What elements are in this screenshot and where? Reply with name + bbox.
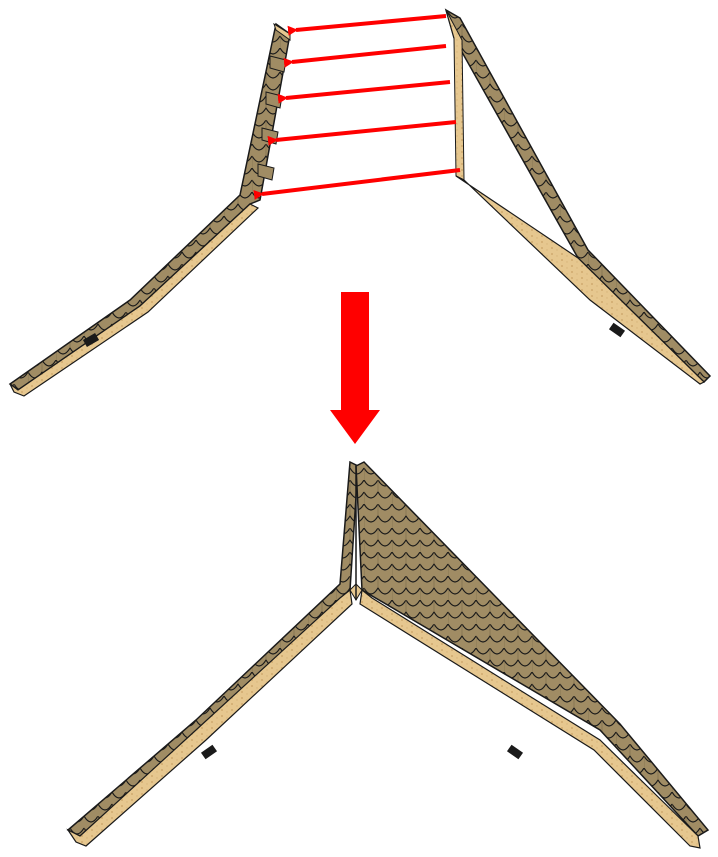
- join-arrows: [262, 16, 460, 194]
- right-roof-panel: [446, 10, 710, 384]
- assembly-direction-arrow: [330, 292, 380, 444]
- left-roof-panel: [10, 24, 290, 396]
- assembled-roof: [68, 462, 708, 848]
